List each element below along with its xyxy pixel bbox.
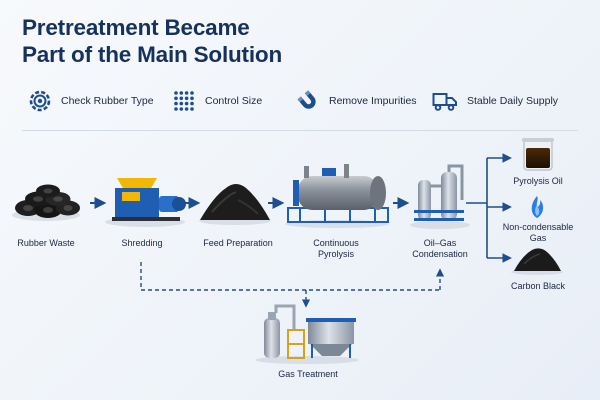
grid-dots-icon (174, 91, 194, 111)
magnet-icon (297, 90, 316, 109)
carbon-black-illustration (511, 248, 563, 275)
title-line-1: Pretreatment Became (22, 15, 250, 40)
label-continuous-pyrolysis: Continuous Pyrolysis (296, 238, 376, 260)
label-rubber-waste: Rubber Waste (17, 238, 75, 248)
feature-check-rubber-type: Check Rubber Type (28, 88, 154, 114)
label-feed-preparation: Feed Preparation (203, 238, 273, 248)
title-line-2: Part of the Main Solution (22, 42, 282, 67)
label-line: Continuous (313, 238, 359, 248)
gas-treatment-illustration (255, 304, 359, 364)
label-non-condensable-gas: Non-condensable Gas (500, 222, 576, 244)
label-gas-treatment: Gas Treatment (278, 369, 338, 379)
feature-stable-daily-supply: Stable Daily Supply (432, 88, 558, 114)
label-line: Non-condensable (502, 222, 574, 232)
oil-jar-icon (522, 138, 554, 171)
label-line: Pyrolysis (317, 249, 354, 259)
feature-label: Remove Impurities (329, 95, 417, 107)
pyrolysis-reactor-illustration (285, 164, 389, 228)
label-oil-gas-condensation: Oil–Gas Condensation (400, 238, 480, 260)
feature-label: Check Rubber Type (61, 95, 154, 107)
feature-remove-impurities: Remove Impurities (296, 88, 417, 114)
shredder-illustration (105, 178, 186, 227)
gear-icon (29, 90, 51, 112)
feature-label: Stable Daily Supply (467, 95, 559, 107)
condensation-unit-illustration (410, 164, 470, 229)
feed-preparation-illustration (199, 184, 271, 225)
label-shredding: Shredding (121, 238, 163, 248)
label-carbon-black: Carbon Black (510, 281, 566, 291)
label-line: Gas (529, 233, 547, 243)
feature-control-size: Control Size (172, 88, 262, 114)
label-line: Oil–Gas (423, 238, 457, 248)
rubber-waste-illustration (12, 184, 80, 221)
label-line: Condensation (412, 249, 468, 259)
page-title: Pretreatment Became Part of the Main Sol… (22, 14, 382, 68)
gas-treatment-loop (140, 262, 445, 308)
section-divider (22, 130, 578, 131)
flame-icon (531, 196, 544, 218)
truck-icon (432, 93, 457, 111)
output-branch-connector (466, 153, 512, 263)
label-pyrolysis-oil: Pyrolysis Oil (513, 176, 563, 186)
feature-label: Control Size (205, 95, 263, 107)
